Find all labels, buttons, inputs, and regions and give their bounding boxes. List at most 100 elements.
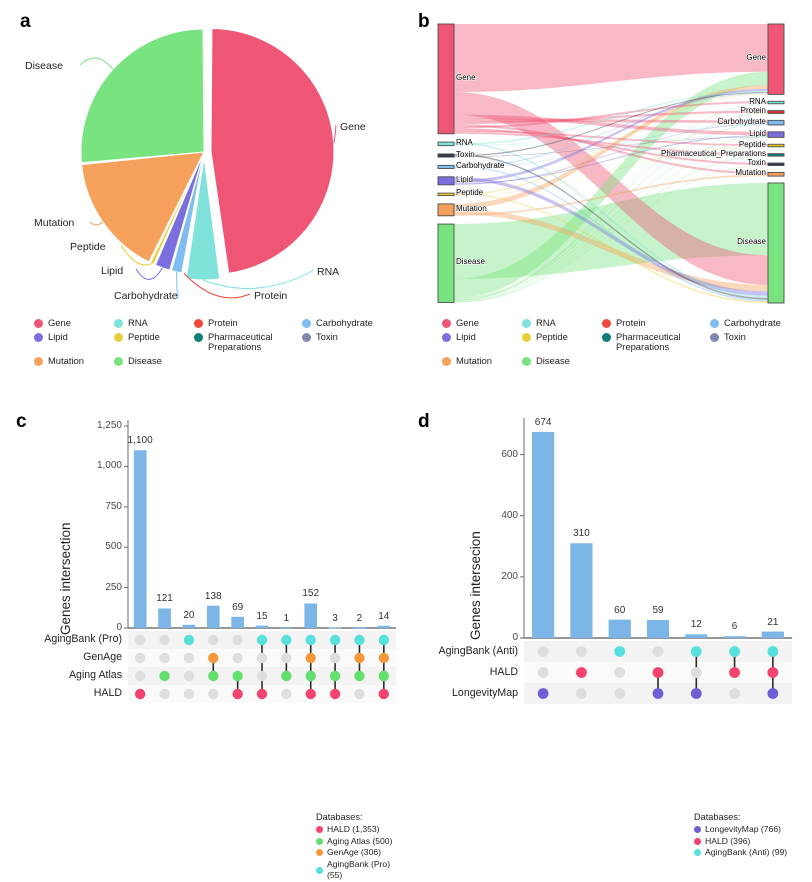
pie-chart-area: Disease Gene RNA Protein Carbohydrate Li… bbox=[18, 12, 388, 302]
matrix-dot-inactive bbox=[652, 646, 664, 657]
matrix-dot-active bbox=[232, 688, 243, 700]
database-legend-swatch-icon bbox=[694, 837, 701, 845]
intersection-bar-value: 138 bbox=[204, 590, 222, 602]
pie-slice-rna bbox=[185, 156, 221, 281]
panel-d-database-legend: Databases:LongevityMap (766)HALD (396)Ag… bbox=[694, 812, 787, 859]
panel-c-letter: c bbox=[16, 411, 27, 432]
y-tick-label: 200 bbox=[501, 570, 518, 582]
panel-b-legend-item-disease: Disease bbox=[522, 355, 598, 367]
matrix-dot-inactive bbox=[183, 688, 195, 700]
pie-label-lipid: Lipid bbox=[101, 265, 124, 277]
matrix-dot-inactive bbox=[159, 688, 170, 700]
matrix-dot-active bbox=[729, 646, 740, 657]
sankey-flow-peptide-to-gene bbox=[454, 93, 768, 196]
y-tick-label: 500 bbox=[105, 541, 122, 553]
sankey-flow-gene-to-lipid bbox=[454, 114, 768, 136]
database-legend-label: HALD (1,353) bbox=[327, 824, 380, 834]
intersection-bar bbox=[353, 627, 366, 629]
matrix-dot-active bbox=[256, 634, 268, 646]
database-legend-label: HALD (396) bbox=[705, 835, 751, 846]
sankey-node-label-right-peptide: Peptide bbox=[738, 139, 766, 149]
matrix-dot-active bbox=[208, 670, 219, 682]
intersection-bar-value: 21 bbox=[767, 616, 779, 628]
sankey-node-right-disease bbox=[767, 182, 785, 304]
database-legend-swatch-icon bbox=[316, 849, 323, 857]
intersection-bar bbox=[608, 619, 631, 638]
legend-swatch-rna-icon bbox=[114, 319, 123, 328]
matrix-dot-inactive bbox=[159, 652, 170, 664]
database-legend-swatch-icon bbox=[316, 837, 323, 845]
sankey-node-right-protein bbox=[767, 110, 785, 114]
database-legend-item: HALD (1,353) bbox=[316, 824, 406, 836]
pie-leader-line-disease bbox=[79, 57, 114, 70]
matrix-dot-active bbox=[767, 667, 779, 678]
sankey-node-label-right-toxin: Toxin bbox=[747, 158, 766, 168]
matrix-dot-active bbox=[183, 634, 195, 646]
panel-a-pie-chart: a Disease Gene RNA Protein Carbohydrate … bbox=[0, 0, 406, 380]
intersection-bar bbox=[377, 625, 391, 628]
matrix-dot-active bbox=[208, 652, 219, 664]
set-name-label: GenAge bbox=[83, 651, 122, 663]
sankey-node-right-mutation bbox=[767, 171, 785, 177]
matrix-dot-active bbox=[537, 688, 549, 699]
sankey-flow-carbohydrate-to-gene bbox=[454, 92, 768, 168]
sankey-flow-toxin-to-gene bbox=[454, 91, 768, 157]
legend-label: Lipid bbox=[48, 330, 68, 342]
intersection-bar-value: 674 bbox=[534, 416, 552, 428]
sankey-node-label-left-gene: Gene bbox=[456, 72, 476, 82]
matrix-dot-active bbox=[767, 646, 779, 657]
sankey-node-right-pharmaceutical_preparations bbox=[767, 153, 785, 157]
database-legend-swatch-icon bbox=[694, 849, 701, 857]
sankey-flow-lipid-to-carbohydrate bbox=[454, 123, 768, 185]
intersection-bar-value: 69 bbox=[232, 601, 244, 613]
y-tick-label: 1,250 bbox=[96, 420, 122, 431]
sankey-node-label-right-gene: Gene bbox=[746, 53, 766, 63]
matrix-dot-active bbox=[614, 646, 626, 657]
panel-b-legend-item-gene: Gene bbox=[442, 317, 518, 329]
matrix-dot-active bbox=[378, 652, 390, 664]
panel-a-legend-item-gene: Gene bbox=[34, 317, 110, 329]
matrix-dot-active bbox=[281, 634, 292, 646]
y-tick-label: 750 bbox=[105, 500, 122, 512]
legend-label: Carbohydrate bbox=[724, 317, 781, 328]
matrix-dot-inactive bbox=[729, 688, 740, 699]
panel-a-legend-item-mutation: Mutation bbox=[34, 355, 110, 367]
pie-leader-line-carbohydrate bbox=[176, 271, 179, 299]
legend-label: Pharmaceutical Preparations bbox=[616, 330, 681, 353]
legend-swatch-mutation-icon bbox=[34, 356, 43, 366]
sankey-flow-gene-to-gene bbox=[454, 24, 768, 93]
database-legend-item: GenAge (306) bbox=[316, 847, 406, 859]
pie-label-rna: RNA bbox=[317, 266, 340, 278]
sankey-flow-rna-to-disease bbox=[454, 142, 768, 298]
matrix-dot-active bbox=[329, 670, 341, 682]
matrix-dot-active bbox=[305, 652, 316, 664]
pie-leader-line-mutation bbox=[89, 221, 104, 226]
database-legend-label: GenAge (306) bbox=[327, 847, 381, 858]
legend-spacer bbox=[194, 356, 298, 367]
sankey-node-label-right-carbohydrate: Carbohydrate bbox=[717, 116, 766, 126]
intersection-bar bbox=[231, 616, 244, 628]
legend-label: Gene bbox=[456, 317, 479, 328]
intersection-bar-value: 14 bbox=[378, 610, 390, 622]
set-name-label: HALD bbox=[489, 665, 518, 678]
legend-label: Protein bbox=[208, 317, 238, 328]
matrix-dot-inactive bbox=[183, 670, 195, 682]
matrix-dot-inactive bbox=[256, 670, 268, 682]
panel-b-legend-item-toxin: Toxin bbox=[710, 331, 796, 353]
set-name-label: Aging Atlas bbox=[68, 669, 122, 681]
sankey-flow-peptide-to-peptide bbox=[454, 146, 768, 196]
legend-label: Carbohydrate bbox=[316, 317, 373, 328]
legend-swatch-peptide-icon bbox=[522, 332, 531, 342]
legend-swatch-gene-icon bbox=[442, 319, 451, 328]
matrix-dot-inactive bbox=[537, 646, 549, 657]
database-legend-item: HALD (396) bbox=[694, 836, 787, 848]
sankey-node-label-right-pharmaceutical_preparations: Pharmaceutical_Preparations bbox=[661, 148, 766, 158]
set-name-label: AgingBank (Anti) bbox=[438, 644, 519, 657]
matrix-dot-inactive bbox=[281, 652, 292, 664]
intersection-bar-value: 59 bbox=[652, 604, 664, 616]
sankey-flow-lipid-to-gene bbox=[454, 88, 768, 184]
matrix-dot-active bbox=[329, 634, 341, 646]
sankey-flow-mutation-to-gene bbox=[454, 85, 768, 210]
